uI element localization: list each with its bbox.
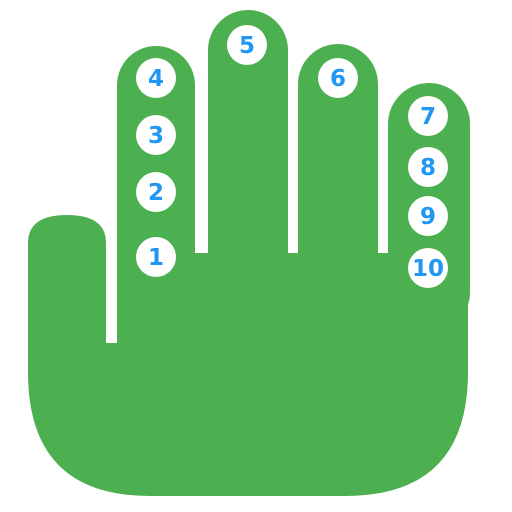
number-label: 2 [148, 180, 164, 206]
number-circle [136, 58, 176, 98]
number-marker-3: 3 [136, 115, 176, 155]
finger-gap [195, 60, 208, 253]
finger-gap [378, 90, 388, 253]
middle-finger [208, 10, 288, 310]
number-marker-10: 10 [408, 248, 448, 288]
thumb-gap [106, 250, 117, 343]
number-marker-5: 5 [227, 25, 267, 65]
number-label: 3 [148, 123, 164, 149]
number-marker-4: 4 [136, 58, 176, 98]
number-label: 9 [420, 204, 436, 230]
number-marker-1: 1 [136, 237, 176, 277]
number-circle [318, 58, 358, 98]
number-marker-8: 8 [408, 147, 448, 187]
number-label: 10 [412, 256, 444, 282]
finger-gap [288, 60, 298, 253]
number-circle [227, 25, 267, 65]
number-marker-9: 9 [408, 196, 448, 236]
number-label: 6 [330, 66, 346, 92]
number-label: 4 [148, 66, 164, 92]
number-label: 8 [420, 155, 436, 181]
number-circle [408, 147, 448, 187]
number-marker-7: 7 [408, 96, 448, 136]
number-circle [136, 115, 176, 155]
number-circle [136, 237, 176, 277]
number-circle [408, 248, 448, 288]
number-label: 5 [239, 33, 255, 59]
hand-shape [28, 10, 470, 496]
number-circle [136, 172, 176, 212]
number-label: 1 [148, 245, 164, 271]
number-markers: 4 3 2 1 5 6 7 8 9 10 [136, 25, 448, 288]
ring-finger [298, 44, 378, 314]
number-label: 7 [420, 104, 436, 130]
number-circle [408, 96, 448, 136]
number-marker-2: 2 [136, 172, 176, 212]
number-circle [408, 196, 448, 236]
number-marker-6: 6 [318, 58, 358, 98]
